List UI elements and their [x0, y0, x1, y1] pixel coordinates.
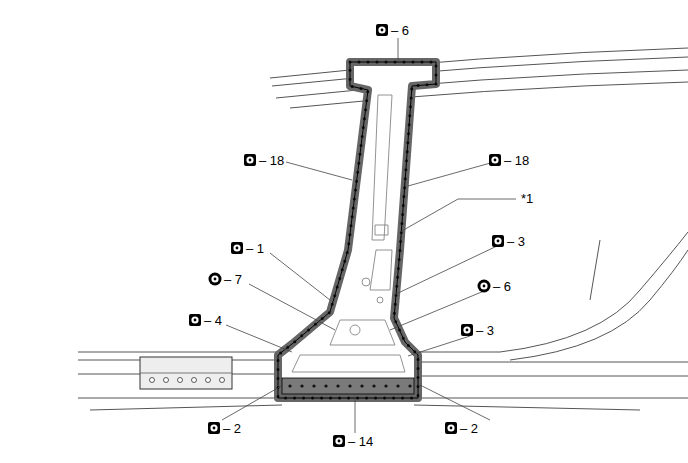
callout-number: – 1: [245, 241, 265, 256]
square-weld-symbol: [244, 154, 256, 166]
callout-number: – 14: [347, 434, 374, 449]
square-weld-symbol: [492, 235, 504, 247]
callout-number: – 6: [390, 23, 410, 38]
callout-number: – 18: [503, 153, 530, 168]
square-weld-symbol: [231, 242, 243, 254]
callout-number: – 2: [222, 421, 242, 436]
callout-number: – 3: [475, 323, 495, 338]
b-pillar: [278, 62, 436, 398]
roof-rail: [270, 48, 688, 108]
callout-number: – 2: [459, 421, 479, 436]
square-weld-symbol: [489, 154, 501, 166]
callout-number: – 6: [492, 279, 512, 294]
square-weld-symbol: [189, 314, 201, 326]
square-weld-symbol: [461, 324, 473, 336]
weld-symbols: [189, 24, 504, 447]
square-weld-symbol: [376, 24, 388, 36]
callout-number: *1: [520, 191, 534, 206]
round-weld-symbol: [209, 273, 222, 286]
round-weld-symbol: [478, 280, 491, 293]
callout-number: – 7: [223, 272, 243, 287]
sill-panel: [140, 357, 232, 389]
callout-number: – 4: [203, 313, 223, 328]
callout-number: – 18: [258, 153, 285, 168]
callout-number: – 3: [506, 234, 526, 249]
square-weld-symbol: [208, 422, 220, 434]
leader-lines: [222, 36, 516, 433]
square-weld-symbol: [333, 435, 345, 447]
square-weld-symbol: [445, 422, 457, 434]
